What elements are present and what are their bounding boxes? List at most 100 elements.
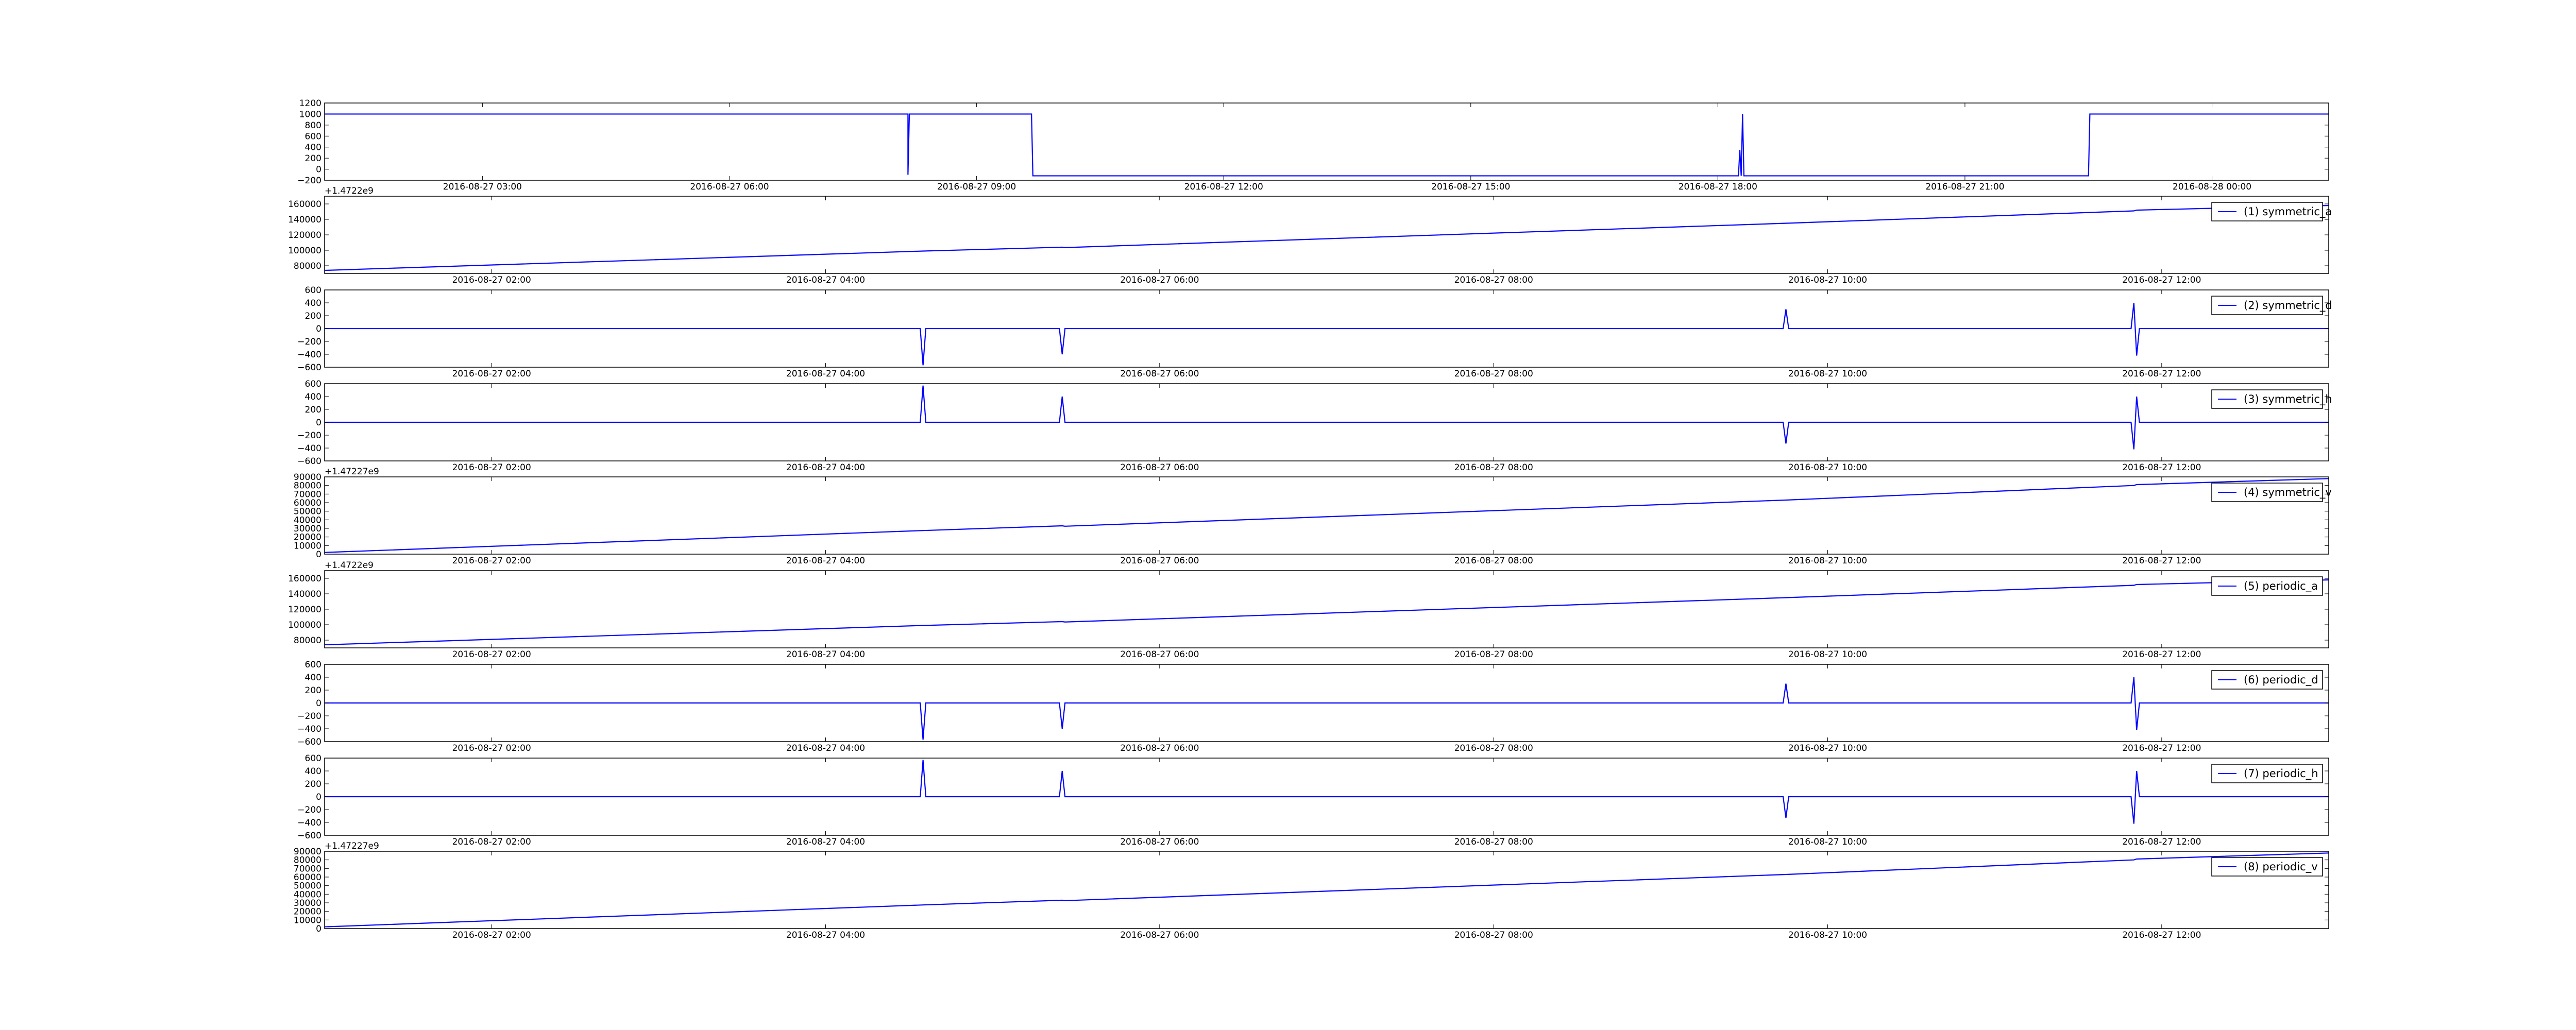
legend: (3) symmetric_h — [2211, 389, 2332, 409]
y-tick-label: 30000 — [294, 898, 321, 908]
x-tick-label: 2016-08-27 02:00 — [452, 743, 531, 753]
y-tick-label: −200 — [297, 337, 321, 347]
y-tick-label: 600 — [305, 285, 321, 296]
y-tick-label: 120000 — [288, 230, 321, 241]
y-tick-label: 40000 — [294, 515, 321, 525]
y-tick-label: 20000 — [294, 533, 321, 543]
y-tick-label: 0 — [316, 550, 321, 560]
y-tick-label: 10000 — [294, 541, 321, 551]
x-tick-label: 2016-08-27 12:00 — [2122, 275, 2201, 285]
x-tick-label: 2016-08-27 10:00 — [1788, 743, 1867, 753]
y-tick-label: 140000 — [288, 215, 321, 225]
y-tick-label: −200 — [297, 176, 321, 186]
y-tick-label: 200 — [305, 685, 321, 696]
x-tick-label: 2016-08-27 10:00 — [1788, 556, 1867, 566]
y-offset-text: +1.47227e9 — [325, 841, 379, 851]
x-tick-label: 2016-08-27 06:00 — [1120, 369, 1199, 379]
y-tick-label: 40000 — [294, 889, 321, 900]
y-tick-label: 0 — [316, 698, 321, 709]
legend-label: (4) symmetric_v — [2244, 486, 2332, 499]
y-tick-label: 600 — [305, 131, 321, 142]
y-tick-label: 200 — [305, 779, 321, 789]
axes-frame — [324, 476, 2329, 555]
y-tick-label: 90000 — [294, 472, 321, 483]
x-tick-label: 2016-08-27 06:00 — [1120, 743, 1199, 753]
axes-frame — [324, 102, 2329, 181]
y-tick-label: 800 — [305, 121, 321, 131]
y-tick-label: 100000 — [288, 246, 321, 256]
x-tick-label: 2016-08-27 04:00 — [786, 649, 865, 660]
y-tick-label: 10000 — [294, 915, 321, 925]
legend: (5) periodic_a — [2211, 576, 2323, 596]
axes-frame — [324, 851, 2329, 929]
y-tick-label: 0 — [316, 324, 321, 334]
y-tick-label: 160000 — [288, 574, 321, 584]
x-tick-label: 2016-08-27 12:00 — [2122, 930, 2201, 940]
x-tick-label: 2016-08-27 02:00 — [452, 275, 531, 285]
y-tick-label: −600 — [297, 363, 321, 373]
x-tick-label: 2016-08-27 06:00 — [1120, 275, 1199, 285]
legend: (7) periodic_h — [2211, 764, 2323, 783]
series-line — [325, 760, 2329, 824]
x-tick-label: 2016-08-27 12:00 — [2122, 369, 2201, 379]
x-tick-label: 2016-08-27 06:00 — [1120, 462, 1199, 473]
x-tick-label: 2016-08-27 04:00 — [786, 369, 865, 379]
y-tick-label: 80000 — [294, 636, 321, 646]
y-offset-text: +1.4722e9 — [325, 560, 374, 571]
y-tick-label: 80000 — [294, 261, 321, 271]
x-tick-label: 2016-08-27 12:00 — [1184, 182, 1263, 192]
y-tick-label: 70000 — [294, 864, 321, 874]
y-tick-label: −400 — [297, 350, 321, 360]
x-tick-label: 2016-08-27 12:00 — [2122, 649, 2201, 660]
y-tick-label: 60000 — [294, 498, 321, 508]
series-line — [324, 478, 2329, 553]
series-line — [325, 385, 2329, 450]
y-tick-label: 50000 — [294, 881, 321, 891]
y-tick-label: 80000 — [294, 481, 321, 491]
y-tick-label: 400 — [305, 673, 321, 683]
series-line — [325, 113, 2329, 177]
legend-label: (1) symmetric_a — [2244, 205, 2332, 218]
y-tick-label: −600 — [297, 831, 321, 841]
legend-label: (7) periodic_h — [2244, 767, 2318, 780]
x-tick-label: 2016-08-27 06:00 — [1120, 837, 1199, 847]
axes-frame — [324, 196, 2329, 274]
x-tick-label: 2016-08-27 02:00 — [452, 649, 531, 660]
subplot-5: 9000080000700006000050000400003000020000… — [294, 467, 2332, 566]
y-tick-label: 0 — [316, 924, 321, 934]
x-tick-label: 2016-08-27 08:00 — [1454, 275, 1533, 285]
y-tick-label: 140000 — [288, 589, 321, 599]
x-tick-label: 2016-08-27 06:00 — [1120, 930, 1199, 940]
x-tick-label: 2016-08-27 06:00 — [1120, 649, 1199, 660]
y-tick-label: 60000 — [294, 872, 321, 883]
y-tick-label: 120000 — [288, 605, 321, 615]
series-line — [325, 677, 2329, 740]
x-tick-label: 2016-08-27 18:00 — [1679, 182, 1757, 192]
x-tick-label: 2016-08-27 08:00 — [1454, 556, 1533, 566]
x-tick-label: 2016-08-27 08:00 — [1454, 930, 1533, 940]
x-tick-label: 2016-08-27 08:00 — [1454, 649, 1533, 660]
x-tick-label: 2016-08-27 12:00 — [2122, 743, 2201, 753]
legend: (6) periodic_d — [2211, 670, 2323, 690]
series-line — [324, 579, 2329, 646]
x-tick-label: 2016-08-27 04:00 — [786, 930, 865, 940]
y-tick-label: −400 — [297, 724, 321, 734]
y-offset-text: +1.4722e9 — [325, 186, 374, 196]
x-tick-label: 2016-08-27 02:00 — [452, 930, 531, 940]
x-tick-label: 2016-08-27 10:00 — [1788, 837, 1867, 847]
y-tick-label: 1000 — [299, 109, 321, 119]
legend: (1) symmetric_a — [2211, 202, 2332, 221]
y-tick-label: 200 — [305, 153, 321, 164]
x-tick-label: 2016-08-27 02:00 — [452, 837, 531, 847]
y-tick-label: 400 — [305, 143, 321, 153]
y-tick-label: 400 — [305, 392, 321, 402]
series-line — [325, 302, 2329, 366]
x-tick-label: 2016-08-27 10:00 — [1788, 930, 1867, 940]
legend-box — [2211, 296, 2323, 315]
axes-frame — [324, 570, 2329, 648]
x-tick-label: 2016-08-27 04:00 — [786, 743, 865, 753]
